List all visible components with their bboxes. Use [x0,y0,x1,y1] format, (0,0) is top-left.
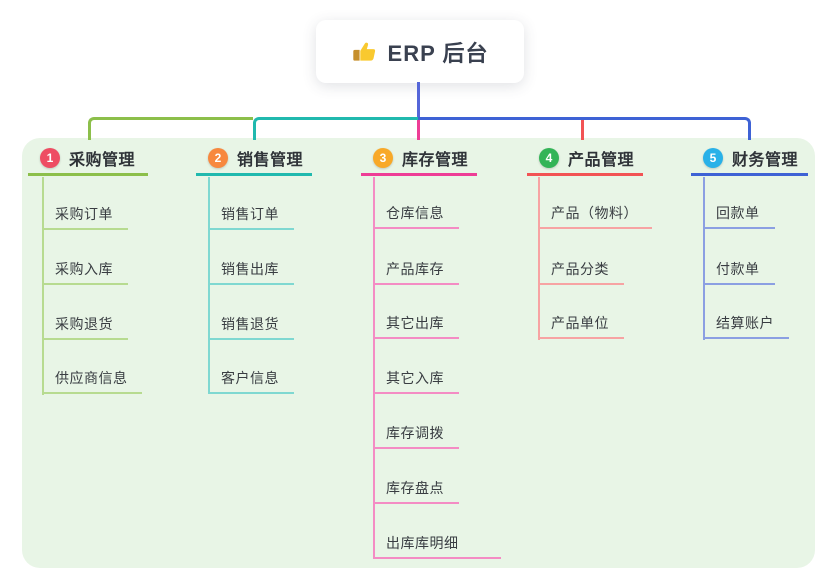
root-node-label: ERP 后台 [387,40,489,66]
child-node[interactable]: 产品库存 [373,257,459,285]
connector-elbow-branch-5 [418,117,751,140]
branch-label: 财务管理 [732,152,799,169]
child-node[interactable]: 产品单位 [538,311,624,339]
branch-node-purchase[interactable]: 1 采购管理 [28,143,148,176]
child-node[interactable]: 库存调拨 [373,421,459,449]
child-node[interactable]: 采购订单 [42,202,128,230]
branch-badge-4: 4 [539,148,559,168]
child-node[interactable]: 结算账户 [703,311,789,339]
branch-trunk-line-3 [373,177,375,559]
child-node[interactable]: 其它出库 [373,311,459,339]
branch-node-finance[interactable]: 5 财务管理 [691,143,808,176]
child-node[interactable]: 销售退货 [208,312,294,340]
branch-node-sales[interactable]: 2 销售管理 [196,143,312,176]
child-node[interactable]: 产品（物料） [538,201,652,229]
branch-label: 产品管理 [568,152,635,169]
thumbs-up-icon [352,42,375,61]
child-node[interactable]: 其它入库 [373,366,459,394]
child-node[interactable]: 产品分类 [538,257,624,285]
branch-node-product[interactable]: 4 产品管理 [527,143,643,176]
branch-node-inventory[interactable]: 3 库存管理 [361,143,477,176]
child-node[interactable]: 采购入库 [42,257,128,285]
branch-badge-3: 3 [373,148,393,168]
child-node[interactable]: 付款单 [703,257,775,285]
branch-label: 销售管理 [237,152,304,169]
connector-drop-branch-3 [417,120,420,140]
child-node[interactable]: 出库库明细 [373,531,501,559]
child-node[interactable]: 客户信息 [208,366,294,394]
root-node-erp[interactable]: ERP 后台 [316,20,524,83]
branch-badge-2: 2 [208,148,228,168]
branch-trunk-line-2 [208,177,210,394]
connector-elbow-branch-1 [88,117,253,140]
child-node[interactable]: 回款单 [703,201,775,229]
child-node[interactable]: 销售出库 [208,257,294,285]
child-node[interactable]: 仓库信息 [373,201,459,229]
mindmap-panel [22,138,815,568]
branch-badge-5: 5 [703,148,723,168]
branch-label: 采购管理 [69,152,136,169]
connector-drop-branch-4 [581,120,584,140]
branch-trunk-line-4 [538,177,540,340]
child-node[interactable]: 销售订单 [208,202,294,230]
child-node[interactable]: 库存盘点 [373,476,459,504]
branch-badge-1: 1 [40,148,60,168]
child-node[interactable]: 供应商信息 [42,366,142,394]
branch-trunk-line-5 [703,177,705,340]
connector-elbow-branch-2 [253,117,418,140]
branch-label: 库存管理 [402,152,469,169]
root-connector-line [417,82,420,118]
child-node[interactable]: 采购退货 [42,312,128,340]
branch-trunk-line-1 [42,177,44,395]
